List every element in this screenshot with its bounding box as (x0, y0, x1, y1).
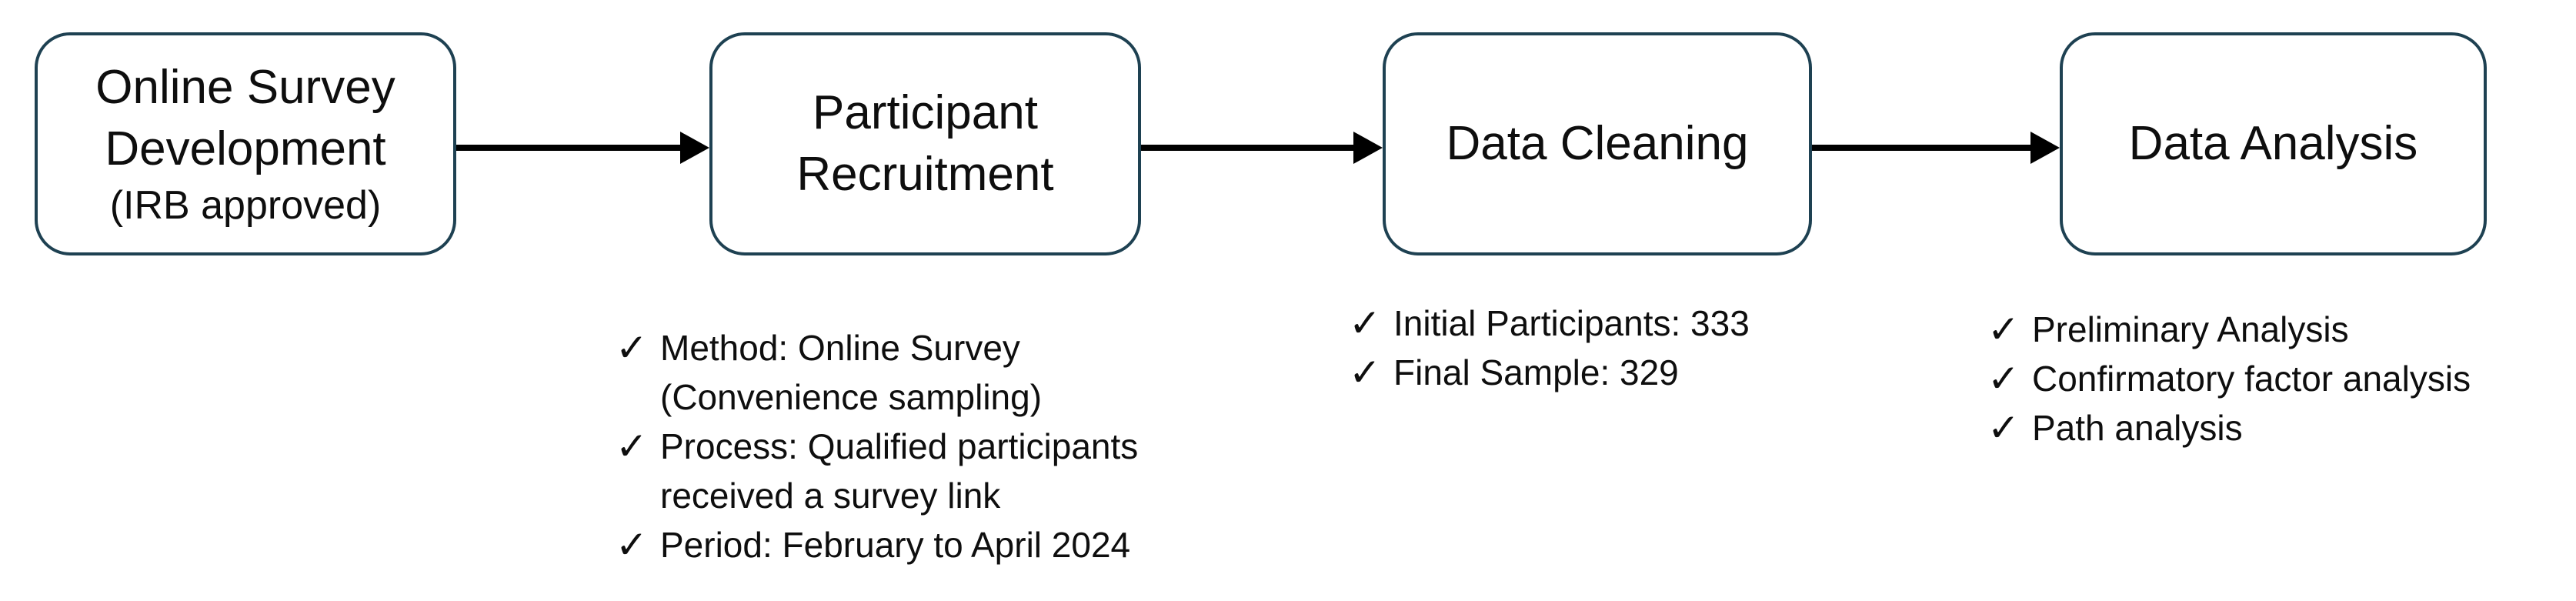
list-item-text: Method: Online Survey (Convenience sampl… (660, 323, 1042, 422)
checklist-participant-recruitment: ✓ Method: Online Survey (Convenience sam… (616, 323, 1138, 569)
list-item-text: Process: Qualified participants received… (660, 422, 1138, 520)
checkmark-icon: ✓ (1987, 308, 2020, 351)
list-item-text: Period: February to April 2024 (660, 520, 1130, 569)
checkmark-icon: ✓ (1349, 302, 1381, 345)
box-note: (IRB approved) (109, 183, 382, 228)
checkmark-icon: ✓ (616, 326, 648, 369)
flow-box-data-analysis: Data Analysis (2060, 32, 2487, 255)
list-item-text: Final Sample: 329 (1393, 348, 1679, 397)
box-title-line: Development (105, 122, 386, 175)
list-item-line: (Convenience sampling) (660, 377, 1043, 417)
list-item-text: Initial Participants: 333 (1393, 299, 1750, 348)
list-item-line: received a survey link (660, 476, 1001, 516)
list-item-text: Preliminary Analysis (2032, 305, 2349, 354)
flow-box-online-survey-development: Online Survey Development (IRB approved) (35, 32, 456, 255)
flow-box-data-cleaning: Data Cleaning (1383, 32, 1812, 255)
list-item: ✓ Process: Qualified participants receiv… (616, 422, 1138, 520)
list-item: ✓ Confirmatory factor analysis (1987, 354, 2471, 403)
checkmark-icon: ✓ (616, 425, 648, 468)
arrow-connector (1812, 145, 2032, 151)
box-title-line: Participant (813, 86, 1038, 139)
list-item-line: Method: Online Survey (660, 328, 1020, 368)
arrow-head-icon (2030, 132, 2060, 164)
list-item: ✓ Period: February to April 2024 (616, 520, 1138, 569)
list-item-text: Confirmatory factor analysis (2032, 354, 2471, 403)
checkmark-icon: ✓ (616, 523, 648, 566)
list-item: ✓ Final Sample: 329 (1349, 348, 1750, 397)
box-title-line: Data Cleaning (1446, 117, 1749, 170)
arrow-head-icon (1353, 132, 1383, 164)
checklist-data-analysis: ✓ Preliminary Analysis ✓ Confirmatory fa… (1987, 305, 2471, 452)
list-item-line: Final Sample: 329 (1393, 352, 1679, 392)
box-title-line: Online Survey (95, 61, 395, 114)
checkmark-icon: ✓ (1987, 357, 2020, 400)
checklist-data-cleaning: ✓ Initial Participants: 333 ✓ Final Samp… (1349, 299, 1750, 397)
checkmark-icon: ✓ (1987, 406, 2020, 449)
list-item: ✓ Method: Online Survey (Convenience sam… (616, 323, 1138, 422)
list-item: ✓ Initial Participants: 333 (1349, 299, 1750, 348)
flow-box-participant-recruitment: Participant Recruitment (709, 32, 1141, 255)
list-item-text: Path analysis (2032, 403, 2243, 452)
list-item: ✓ Preliminary Analysis (1987, 305, 2471, 354)
arrow-head-icon (680, 132, 709, 164)
list-item-line: Process: Qualified participants (660, 426, 1139, 466)
checkmark-icon: ✓ (1349, 351, 1381, 394)
arrow-connector (456, 145, 682, 151)
list-item: ✓ Path analysis (1987, 403, 2471, 452)
list-item-line: Path analysis (2032, 408, 2243, 448)
box-title-line: Data Analysis (2128, 117, 2418, 170)
list-item-line: Preliminary Analysis (2032, 309, 2349, 349)
list-item-line: Initial Participants: 333 (1393, 303, 1750, 343)
list-item-line: Confirmatory factor analysis (2032, 359, 2471, 399)
box-title-line: Recruitment (796, 148, 1054, 201)
arrow-connector (1141, 145, 1355, 151)
list-item-line: Period: February to April 2024 (660, 525, 1131, 565)
